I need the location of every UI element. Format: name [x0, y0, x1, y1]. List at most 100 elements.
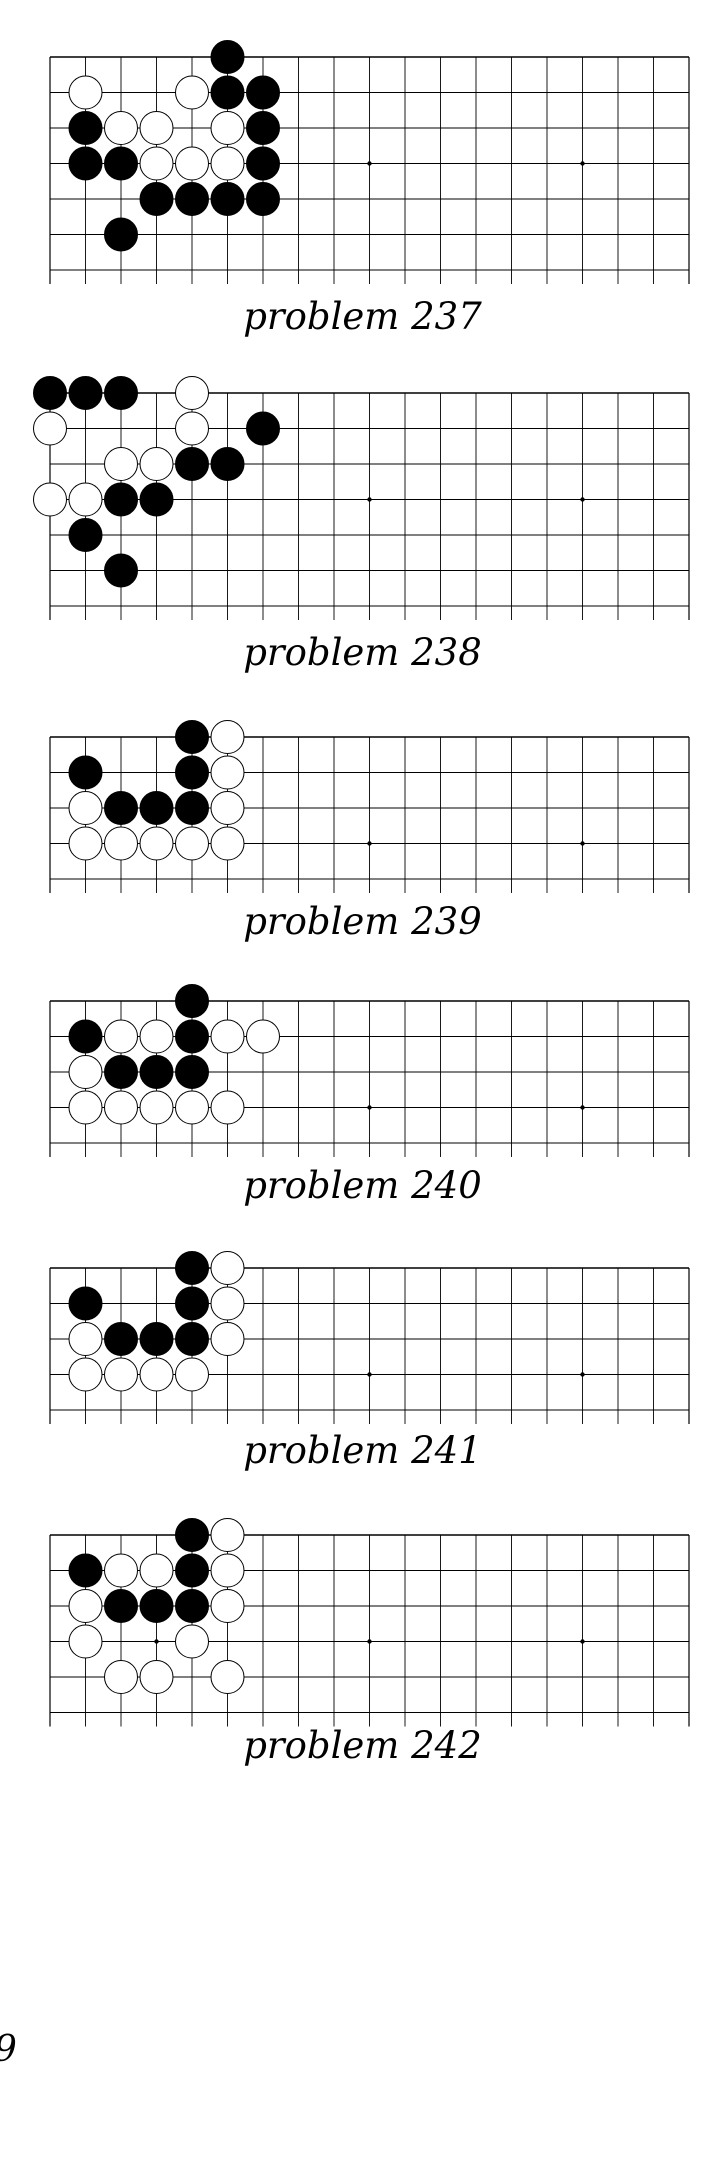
black-stone — [104, 376, 138, 410]
problem-caption: problem 238 — [243, 631, 482, 674]
black-stone — [139, 1055, 174, 1089]
white-stone — [104, 1357, 138, 1392]
white-stone — [175, 376, 209, 410]
white-stone — [104, 447, 138, 481]
white-stone — [210, 1090, 245, 1125]
black-stone — [175, 182, 209, 216]
black-stone — [175, 755, 209, 790]
black-stone — [68, 518, 103, 552]
black-stone — [175, 1286, 209, 1321]
black-stone — [104, 1322, 138, 1356]
white-stone — [68, 826, 103, 861]
black-stone — [175, 720, 209, 754]
white-stone — [68, 1090, 103, 1125]
star-point — [580, 1105, 585, 1110]
white-stone — [139, 1019, 174, 1054]
go-board-problem-240 — [0, 984, 725, 1157]
black-stone — [175, 447, 209, 481]
star-point — [367, 1639, 372, 1644]
black-stone — [210, 75, 245, 110]
star-point — [367, 1372, 372, 1377]
white-stone — [210, 1518, 245, 1552]
white-stone — [175, 826, 209, 861]
black-stone — [246, 146, 280, 181]
white-stone — [210, 1322, 245, 1356]
black-stone — [68, 376, 103, 410]
black-stone — [104, 482, 138, 517]
black-stone — [104, 553, 138, 588]
white-stone — [68, 791, 103, 825]
white-stone — [104, 826, 138, 861]
problem-caption: problem 241 — [243, 1429, 482, 1472]
white-stone — [68, 1357, 103, 1392]
black-stone — [104, 146, 138, 181]
star-point — [580, 841, 585, 846]
white-stone — [210, 1251, 245, 1285]
board-diagram — [49, 984, 690, 1157]
black-stone — [210, 447, 245, 481]
white-stone — [33, 411, 67, 446]
star-point — [367, 497, 372, 502]
white-stone — [139, 146, 174, 181]
black-stone — [139, 1589, 174, 1623]
white-stone — [68, 1322, 103, 1356]
white-stone — [139, 826, 174, 861]
white-stone — [210, 1589, 245, 1623]
white-stone — [210, 1286, 245, 1321]
go-board-problem-239 — [0, 720, 725, 893]
board-diagram — [49, 40, 690, 284]
black-stone — [210, 40, 245, 74]
black-stone — [139, 482, 174, 517]
black-stone — [175, 1019, 209, 1054]
white-stone — [139, 111, 174, 145]
star-point — [580, 497, 585, 502]
black-stone — [246, 75, 280, 110]
black-stone — [68, 755, 103, 790]
white-stone — [139, 447, 174, 481]
white-stone — [210, 1660, 245, 1694]
white-stone — [33, 482, 67, 517]
black-stone — [175, 1553, 209, 1588]
black-stone — [68, 1286, 103, 1321]
white-stone — [104, 111, 138, 145]
white-stone — [68, 482, 103, 517]
black-stone — [175, 1055, 209, 1089]
problem-caption: problem 237 — [243, 295, 482, 338]
star-point — [580, 1372, 585, 1377]
white-stone — [139, 1090, 174, 1125]
white-stone — [104, 1660, 138, 1694]
star-point — [367, 841, 372, 846]
white-stone — [68, 1624, 103, 1659]
star-point — [580, 1639, 585, 1644]
star-point — [367, 1105, 372, 1110]
white-stone — [139, 1660, 174, 1694]
black-stone — [104, 1055, 138, 1089]
go-board-problem-241 — [0, 1251, 725, 1424]
white-stone — [175, 1624, 209, 1659]
black-stone — [175, 984, 209, 1018]
black-stone — [246, 182, 280, 216]
black-stone — [139, 182, 174, 216]
black-stone — [246, 411, 280, 446]
go-board-problem-237 — [0, 40, 725, 284]
board-diagram — [49, 1251, 690, 1424]
black-stone — [246, 111, 280, 145]
white-stone — [104, 1019, 138, 1054]
board-diagram — [49, 1518, 690, 1727]
white-stone — [175, 75, 209, 110]
board-diagram — [49, 720, 690, 893]
black-stone — [68, 1553, 103, 1588]
black-stone — [175, 1322, 209, 1356]
go-board-problem-238 — [0, 376, 725, 620]
white-stone — [68, 1055, 103, 1089]
black-stone — [104, 1589, 138, 1623]
black-stone — [139, 791, 174, 825]
black-stone — [175, 1518, 209, 1552]
white-stone — [175, 411, 209, 446]
go-board-problem-242 — [0, 1518, 725, 1727]
star-point — [154, 1639, 159, 1644]
white-stone — [210, 1553, 245, 1588]
white-stone — [210, 791, 245, 825]
white-stone — [175, 146, 209, 181]
black-stone — [33, 376, 67, 410]
